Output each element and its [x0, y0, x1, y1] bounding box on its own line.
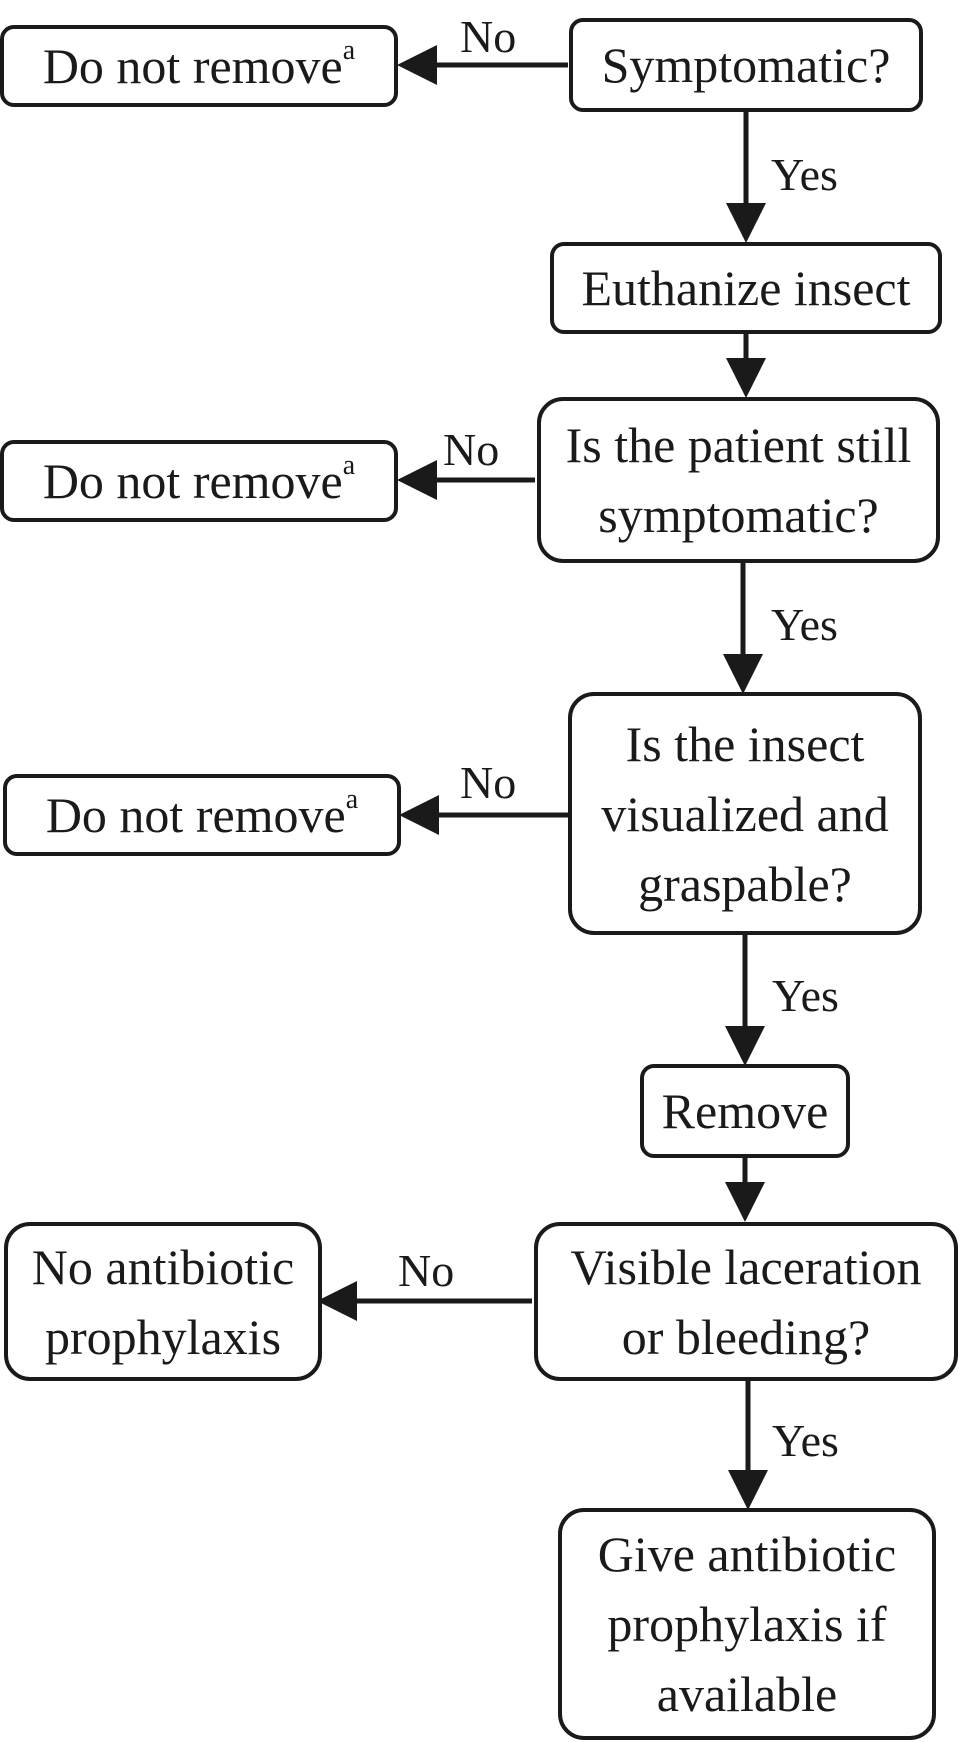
edge-label-no-3: No — [460, 757, 517, 808]
node-euthanize-insect: Euthanize insect — [550, 242, 942, 334]
footnote-marker: a — [342, 35, 356, 66]
node-do-not-remove-2: Do not removea — [0, 440, 398, 522]
footnote-marker: a — [345, 784, 359, 815]
edge-label-yes-1: Yes — [771, 149, 838, 200]
edge-label-yes-3: Yes — [772, 970, 839, 1021]
edge-label-yes-2: Yes — [771, 599, 838, 650]
node-remove: Remove — [640, 1064, 850, 1158]
node-give-antibiotic-prophylaxis: Give antibiotic prophylaxis if available — [558, 1508, 936, 1740]
node-visible-laceration: Visible laceration or bleeding? — [534, 1222, 958, 1381]
node-visualized-graspable: Is the insect visualized and graspable? — [568, 692, 922, 935]
edge-label-yes-4: Yes — [772, 1415, 839, 1466]
footnote-marker: a — [342, 450, 356, 481]
node-still-symptomatic: Is the patient still symptomatic? — [537, 397, 940, 563]
node-symptomatic: Symptomatic? — [569, 18, 923, 112]
node-do-not-remove-1: Do not removea — [0, 25, 398, 107]
edge-label-no-2: No — [443, 424, 500, 475]
edge-label-no-4: No — [398, 1245, 455, 1296]
edge-label-no-1: No — [460, 11, 517, 62]
node-do-not-remove-3: Do not removea — [3, 774, 401, 856]
node-no-antibiotic-prophylaxis: No antibiotic prophylaxis — [4, 1222, 322, 1381]
